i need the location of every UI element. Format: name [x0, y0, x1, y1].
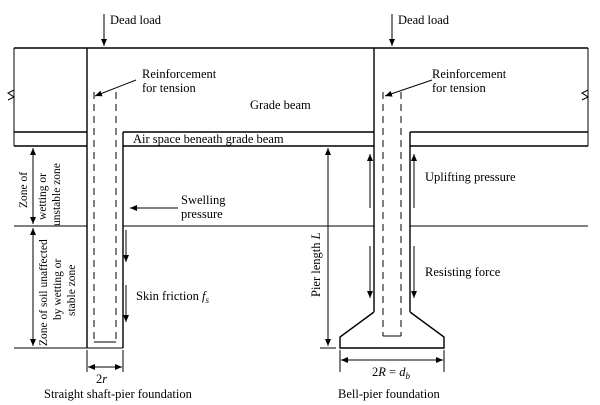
reinforcement-leader-left [94, 79, 137, 97]
two-r-dimension [86, 350, 124, 372]
zone-unaffected-label-group-3: stable zone [66, 265, 78, 316]
pier-length-var: L [309, 232, 323, 240]
two-R-dimension [339, 350, 445, 372]
two-r-coef: 2 [96, 372, 102, 386]
resisting-label: Resisting force [425, 265, 501, 279]
straight-shaft-pier [86, 48, 129, 349]
zone-unaffected-label-1: Zone of soil unaffected [38, 239, 50, 346]
dead-load-label-left: Dead load [110, 13, 162, 27]
swelling-label-2: pressure [181, 207, 223, 221]
two-R-var: R [377, 365, 386, 379]
zone-wetting-label-3: unstable zone [51, 163, 63, 226]
skin-friction-sub: s [205, 295, 209, 305]
two-R-db-sub: b [405, 371, 410, 381]
zone-unaffected-label-group-2: by wetting or [52, 259, 64, 320]
zone-wetting-label-2: wetting or [37, 173, 49, 220]
two-r-label: 2r [96, 372, 107, 386]
zone-wetting-label-1: Zone of [18, 172, 30, 208]
caption-bell-pier: Bell-pier foundation [338, 387, 440, 401]
two-R-coef: 2 [372, 365, 378, 379]
pier-length-label-group: Pier length L [309, 232, 323, 297]
reinforcement-label-left-1: Reinforcement [142, 67, 217, 81]
skin-friction-text: Skin friction [136, 289, 200, 303]
zone-wetting-label-group: Zone of [18, 172, 30, 208]
zone-unaffected-label-group: Zone of soil unaffected [38, 239, 50, 346]
reinforcement-label-right-1: Reinforcement [432, 67, 507, 81]
break-symbol-right [581, 89, 589, 101]
zone-unaffected-label-2: by wetting or [52, 259, 64, 320]
pier-length-dimension [320, 145, 336, 349]
break-symbol-left [7, 89, 15, 101]
reinforcement-leader-right [384, 79, 433, 97]
uplifting-label: Uplifting pressure [425, 170, 516, 184]
bell-pier [339, 48, 445, 349]
swelling-label-1: Swelling [181, 193, 226, 207]
dead-load-label-right: Dead load [398, 13, 450, 27]
zone-wetting-label-group-2: wetting or [37, 173, 49, 220]
reinforcement-label-left-2: for tension [142, 81, 197, 95]
skin-friction-label: Skin friction fs [136, 289, 209, 305]
caption-straight-shaft: Straight shaft-pier foundation [44, 387, 193, 401]
grade-beam [7, 47, 589, 147]
zone-unaffected-label-3: stable zone [66, 265, 78, 316]
reinforcement-label-right-2: for tension [432, 81, 487, 95]
air-space-label: Air space beneath grade beam [133, 132, 284, 146]
zone-dimensions [14, 145, 87, 349]
two-R-db: d [399, 365, 406, 379]
skin-friction-var: f [202, 289, 207, 303]
two-r-var: r [102, 372, 107, 386]
grade-beam-label: Grade beam [250, 98, 311, 112]
zone-wetting-label-group-3: unstable zone [51, 163, 63, 226]
two-R-label: 2R = db [372, 365, 410, 381]
two-R-eq: = [386, 365, 399, 379]
pier-length-label: Pier length L [309, 232, 323, 297]
pier-length-text: Pier length [309, 242, 323, 297]
